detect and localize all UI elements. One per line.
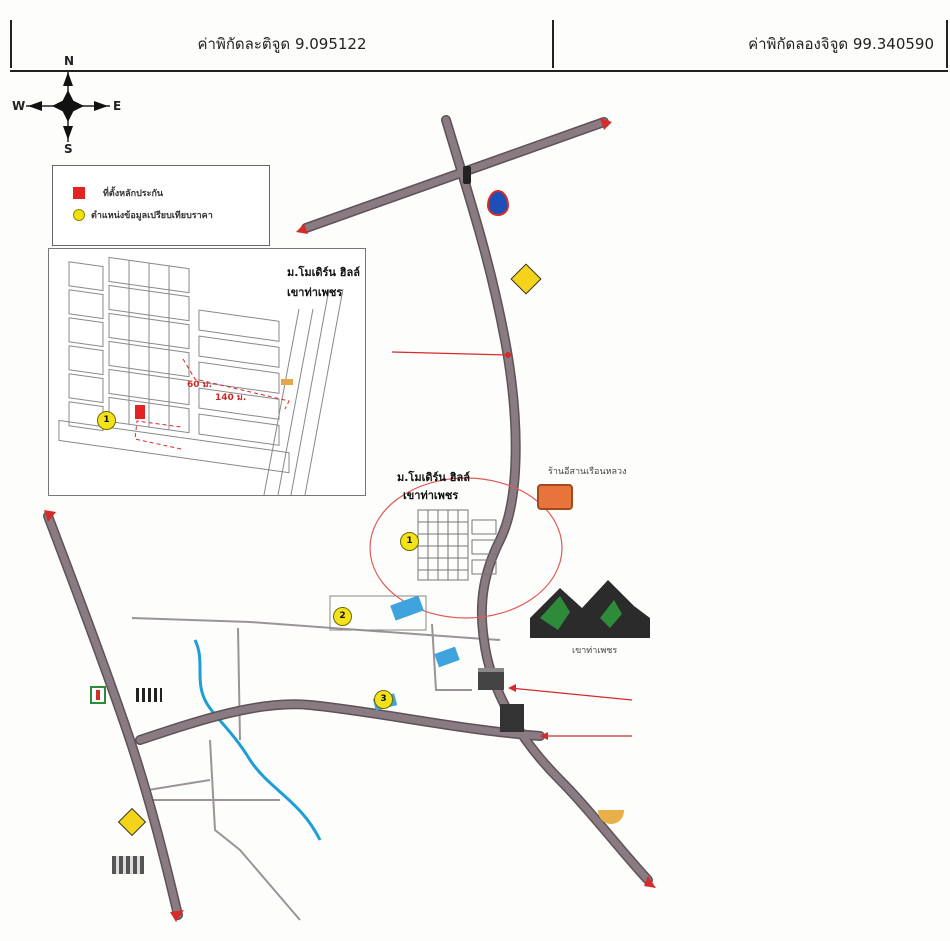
inset-marker-1: 1 [97, 411, 116, 430]
yellow-circle-icon [73, 209, 85, 221]
latitude-label: ค่าพิกัดละติจูด 9.095122 [10, 20, 554, 68]
traffic-light-icon [463, 166, 471, 184]
inset-subtitle: เขาท่าเพชร [287, 286, 343, 299]
pedestrian-crossing-sign-icon [510, 263, 542, 295]
compass-rose: N S E W [10, 52, 130, 156]
inset-distance-60: 60 ม. [187, 380, 213, 390]
people-icon [136, 688, 162, 702]
canal [193, 639, 322, 841]
map-legend: ที่ตั้งหลักประกัน ตำแหน่งข้อมูลเปรียบเที… [52, 165, 270, 246]
compass-west: W [12, 99, 26, 113]
mountain-label: เขาท่าเพชร [572, 646, 618, 656]
compass-north: N [64, 54, 75, 68]
comparison-marker-3: 3 [374, 690, 393, 709]
coordinate-header: ค่าพิกัดละติจูด 9.095122 ค่าพิกัดลองจิจู… [10, 20, 948, 72]
legend-label-comparison: ตำแหน่งข้อมูลเปรียบเทียบราคา [91, 211, 213, 221]
comparison-marker-2: 2 [333, 607, 352, 626]
compass-east: E [113, 99, 122, 113]
legend-item-collateral: ที่ตั้งหลักประกัน [73, 186, 163, 200]
estate-title: ม.โมเดิร์น ฮิลล์ [397, 471, 470, 484]
mountain-icon [530, 580, 650, 638]
legend-item-comparison: ตำแหน่งข้อมูลเปรียบเทียบราคา [73, 208, 213, 222]
temple-icon [500, 704, 524, 732]
legend-label-collateral: ที่ตั้งหลักประกัน [103, 189, 164, 199]
inset-distance-140: 140 ม. [215, 393, 247, 403]
ptt-gas-station-icon [487, 190, 509, 216]
compass-south: S [64, 142, 73, 156]
factory-icon [478, 668, 504, 690]
longitude-label: ค่าพิกัดลองจิจูด 99.340590 [552, 20, 948, 68]
comparison-marker-1: 1 [400, 532, 419, 551]
collateral-plot [135, 405, 145, 419]
food-bowl-icon [598, 810, 624, 824]
pedestrian-crossing-sign-icon-2 [117, 807, 147, 837]
estate-subtitle: เขาท่าเพชร [403, 489, 459, 502]
red-square-icon [73, 187, 85, 199]
food-dish-icon [537, 484, 573, 510]
restaurant-label: ร้านอีสานเรือนหลวง [548, 467, 627, 477]
inset-title: ม.โมเดิร์น ฮิลล์ [287, 266, 360, 279]
compass-icon [26, 70, 110, 142]
seven-eleven-icon [90, 686, 106, 704]
inset-map-drawing [58, 256, 344, 495]
school-building-icon [112, 856, 144, 874]
inset-map: ม.โมเดิร์น ฮิลล์ เขาท่าเพชร 60 ม. 140 ม.… [48, 248, 366, 496]
